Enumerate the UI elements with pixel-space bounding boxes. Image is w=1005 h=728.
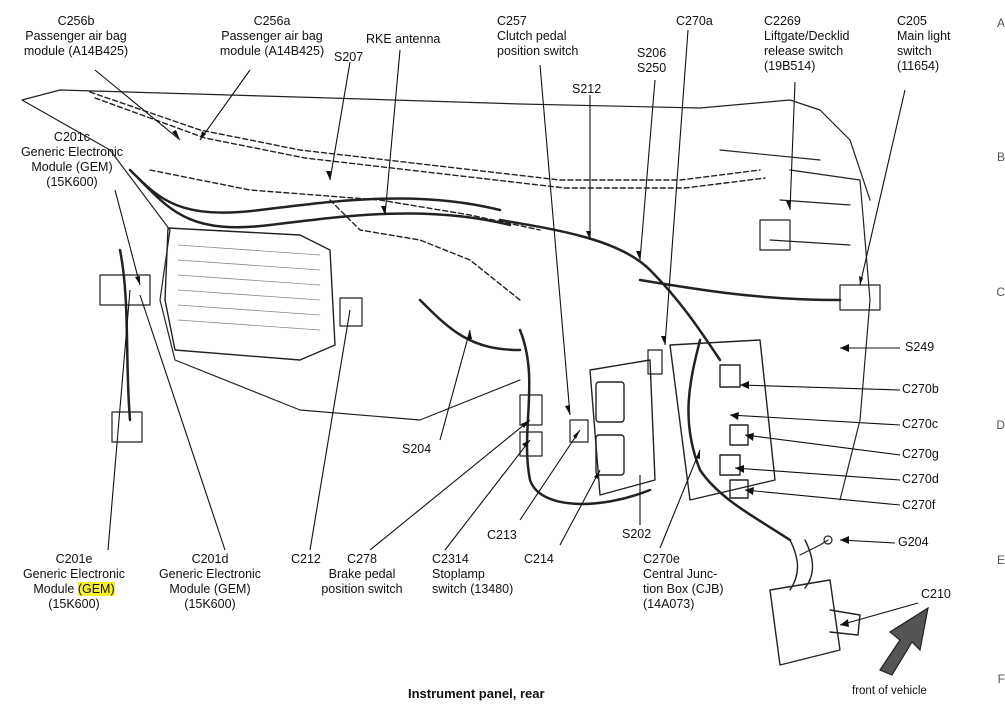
edge-letter-e: E [996,553,1005,567]
central-junction-box [589,339,776,501]
label-s204: S204 [402,442,432,456]
label-c212: C212 [291,552,321,566]
label-c213: C213 [487,528,517,542]
label-c214: C214 [524,552,554,566]
label-g204: G204 [898,535,929,549]
right-panel-structure [789,169,871,501]
label-s207: S207 [334,50,364,64]
diagram-caption: Instrument panel, rear [408,686,545,701]
label-rke-antenna: RKE antenna [366,32,441,46]
label-s212: S212 [572,82,602,96]
connector-c210 [769,539,861,666]
edge-letter-f: F [997,672,1005,686]
label-c270c: C270c [902,417,939,431]
front-of-vehicle-arrow [879,606,929,676]
dashboard-lower-outline [21,99,521,421]
front-of-vehicle-label: front of vehicle [852,685,927,697]
label-c270d: C270d [902,472,939,486]
label-c270a: C270a [676,14,713,28]
gem-highlight: (GEM) [77,582,115,596]
connector-c201c [99,274,151,306]
edge-letter-c: C [996,285,1005,299]
label-c270f: C270f [902,498,936,512]
edge-letter-a: A [996,16,1005,30]
label-s202: S202 [622,527,652,541]
glove-box [164,227,336,361]
main-harness [89,91,766,301]
label-c270b: C270b [902,382,939,396]
label-s249: S249 [905,340,935,354]
label-c270g: C270g [902,447,939,461]
edge-letter-d: D [996,418,1005,432]
edge-letter-b: B [996,150,1005,164]
label-c210: C210 [921,587,951,601]
dashboard-top-outline [21,89,871,201]
